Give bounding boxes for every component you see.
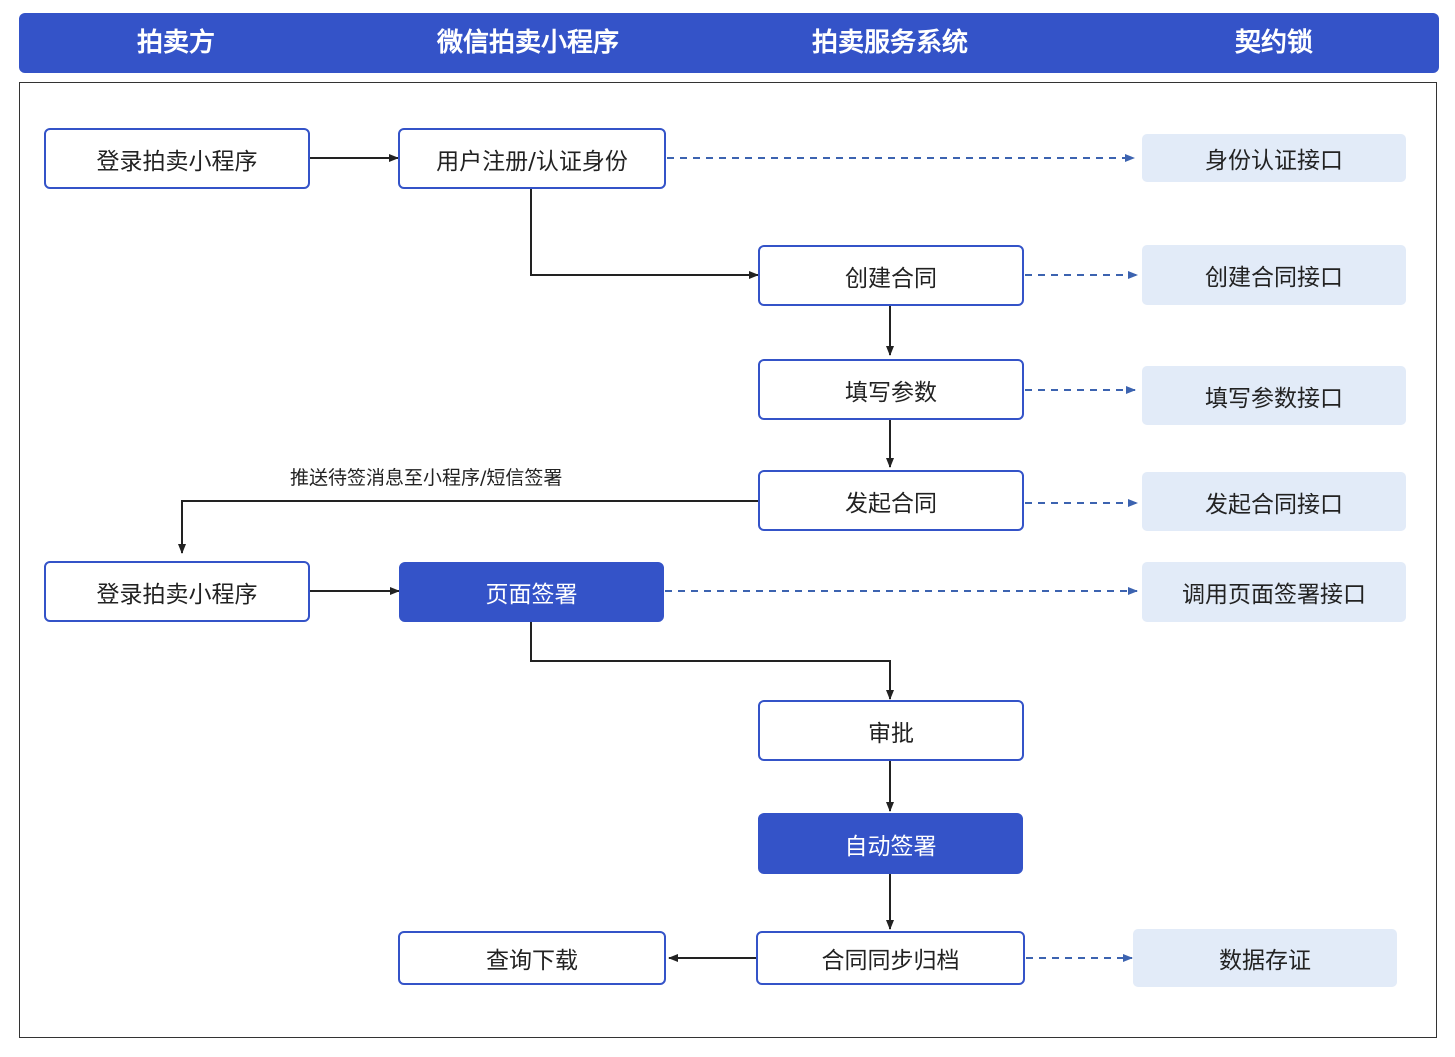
node-approval: 审批 [758,700,1024,761]
node-identity-api: 身份认证接口 [1142,134,1406,182]
diagram-frame [19,82,1437,1038]
node-fill-params-api: 填写参数接口 [1142,366,1406,425]
node-create-contract-api: 创建合同接口 [1142,245,1406,305]
node-create-contract: 创建合同 [758,245,1024,306]
arrow-register-to-create [530,188,759,279]
node-page-sign-api: 调用页面签署接口 [1142,562,1406,622]
node-fill-params: 填写参数 [758,359,1024,420]
arrow-page-sign-to-approval [530,622,894,700]
node-initiate-contract-api: 发起合同接口 [1142,472,1406,531]
node-query-download: 查询下载 [398,931,666,985]
node-login-mini-program: 登录拍卖小程序 [44,128,310,189]
lane-title-auction-party: 拍卖方 [136,28,215,58]
node-register-verify-identity: 用户注册/认证身份 [398,128,666,189]
lane-title-auction-service: 拍卖服务系统 [811,28,968,58]
node-initiate-contract: 发起合同 [758,470,1024,531]
node-data-evidence: 数据存证 [1133,929,1397,987]
edge-label-push-message: 推送待签消息至小程序/短信签署 [290,467,563,489]
lane-title-wechat-mini-program: 微信拍卖小程序 [436,28,619,58]
node-sync-archive: 合同同步归档 [756,931,1025,985]
arrow-initiate-to-login [178,500,758,554]
node-page-sign: 页面签署 [399,562,664,622]
node-login-mini-program-2: 登录拍卖小程序 [44,561,310,622]
lane-header: 拍卖方 微信拍卖小程序 拍卖服务系统 契约锁 [19,13,1439,73]
node-auto-sign: 自动签署 [758,813,1023,874]
lane-title-qiyuesuo: 契约锁 [1234,28,1313,58]
